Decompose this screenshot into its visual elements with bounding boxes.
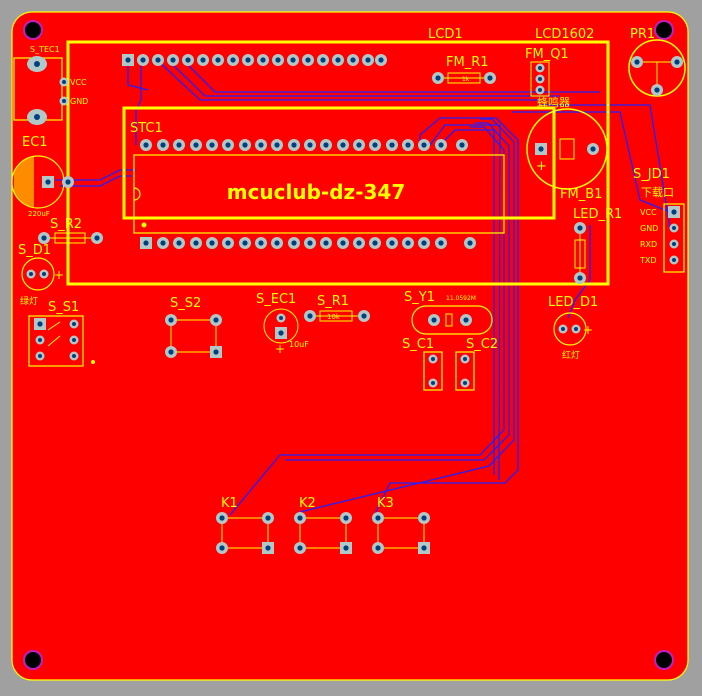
fm-r1-resistor: 1k	[432, 72, 496, 84]
label-led-d1-plus: +	[583, 323, 593, 337]
label-s-r2: S_R2	[50, 217, 82, 232]
k3-button	[372, 512, 430, 554]
label-s-d1-color: 绿灯	[20, 295, 38, 307]
label-k2: K2	[299, 496, 316, 511]
label-s-s1: S_S1	[48, 300, 79, 315]
label-s-d1: S_D1	[18, 243, 51, 258]
s-c1-capacitor	[423, 351, 443, 391]
label-ec1: EC1	[22, 135, 48, 150]
label-s-y1: S_Y1	[404, 290, 435, 305]
label-k1: K1	[221, 496, 238, 511]
label-jd-gnd: GND	[640, 224, 658, 233]
label-s-jd1: S_JD1	[633, 167, 670, 182]
label-stc1: STC1	[130, 121, 163, 136]
label-fm-b1-plus: +	[536, 159, 547, 174]
label-led-d1: LED_D1	[548, 295, 598, 310]
label-s-tec1: S_TEC1	[30, 45, 60, 54]
label-led-r1: LED_R1	[573, 207, 622, 222]
s-y1-crystal	[411, 305, 493, 335]
s-r1-resistor: 10k	[304, 310, 370, 322]
label-fm-b1: FM_B1	[560, 187, 602, 202]
label-s-c2: S_C2	[466, 337, 498, 352]
stc1-outline	[133, 154, 505, 234]
label-tec-vcc: VCC	[70, 78, 87, 87]
label-s-d1-plus: +	[54, 268, 64, 282]
board-outline	[11, 11, 689, 681]
led-r1-resistor	[574, 222, 586, 284]
label-s-c1: S_C1	[402, 337, 434, 352]
label-s-s2: S_S2	[170, 296, 201, 311]
s-r2-resistor	[38, 232, 103, 244]
bottom-traces	[55, 59, 671, 521]
label-s-r1: S_R1	[317, 294, 349, 309]
label-k3: K3	[377, 496, 394, 511]
label-jd-vcc: VCC	[640, 208, 657, 217]
label-fm-q1: FM_Q1	[525, 47, 569, 62]
label-ec1-value: 220uF	[28, 210, 50, 218]
s-d1-led	[21, 257, 55, 291]
fm-b1-buzzer	[526, 108, 608, 190]
label-s-ec1-value: 10uF	[289, 340, 309, 349]
s-c2-capacitor	[455, 351, 475, 391]
fm-r1-value: 1k	[462, 76, 470, 83]
label-tec-gnd: GND	[70, 97, 88, 106]
label-fm-r1: FM_R1	[446, 55, 489, 70]
label-s-y1-value: 11.0592M	[446, 295, 476, 302]
label-lcd1: LCD1	[428, 27, 463, 42]
pr1-component	[628, 39, 686, 97]
s-s2-button	[165, 314, 222, 358]
label-led-d1-color: 红灯	[562, 349, 580, 361]
led-d1-led	[553, 312, 587, 346]
lcd1602-outline	[66, 40, 610, 286]
s-s1-switch	[28, 315, 95, 367]
s-jd1-header	[663, 203, 685, 273]
label-jd-txd: TXD	[639, 256, 657, 265]
label-buzzer: 蜂鸣器	[537, 95, 570, 109]
board-title: mcuclub-dz-347	[227, 180, 406, 204]
k1-button	[216, 512, 274, 554]
s-ec1-capacitor	[263, 308, 299, 344]
s-tec1-component	[13, 56, 69, 125]
label-lcd1602: LCD1602	[535, 27, 594, 42]
fm-q1-transistor	[530, 61, 550, 97]
label-pr1: PR1	[630, 27, 655, 42]
label-s-ec1-plus: +	[275, 342, 285, 356]
ec1-capacitor	[11, 155, 74, 209]
label-jd-rxd: RXD	[640, 240, 657, 249]
s-r1-value: 10k	[327, 313, 341, 321]
label-download-port: 下载口	[641, 186, 674, 199]
lcd1-window-outline	[122, 106, 556, 220]
k2-button	[294, 512, 352, 554]
label-s-ec1: S_EC1	[256, 292, 296, 307]
